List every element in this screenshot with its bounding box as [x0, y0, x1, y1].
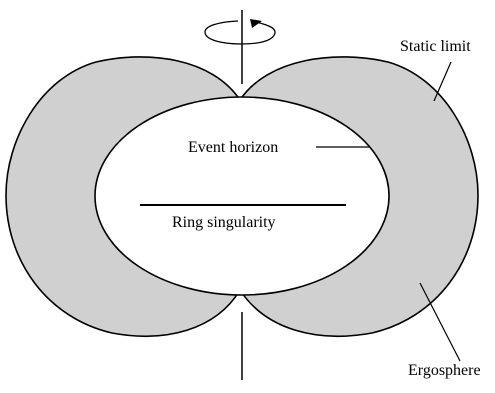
static-limit-label: Static limit	[400, 38, 471, 55]
event-horizon-label: Event horizon	[188, 139, 278, 156]
ring-singularity-label: Ring singularity	[172, 214, 276, 231]
static-limit-leader	[434, 62, 451, 101]
rotation-arrow-icon	[205, 19, 275, 44]
ergosphere-label: Ergosphere	[408, 362, 481, 379]
event-horizon-ellipse	[95, 97, 389, 295]
